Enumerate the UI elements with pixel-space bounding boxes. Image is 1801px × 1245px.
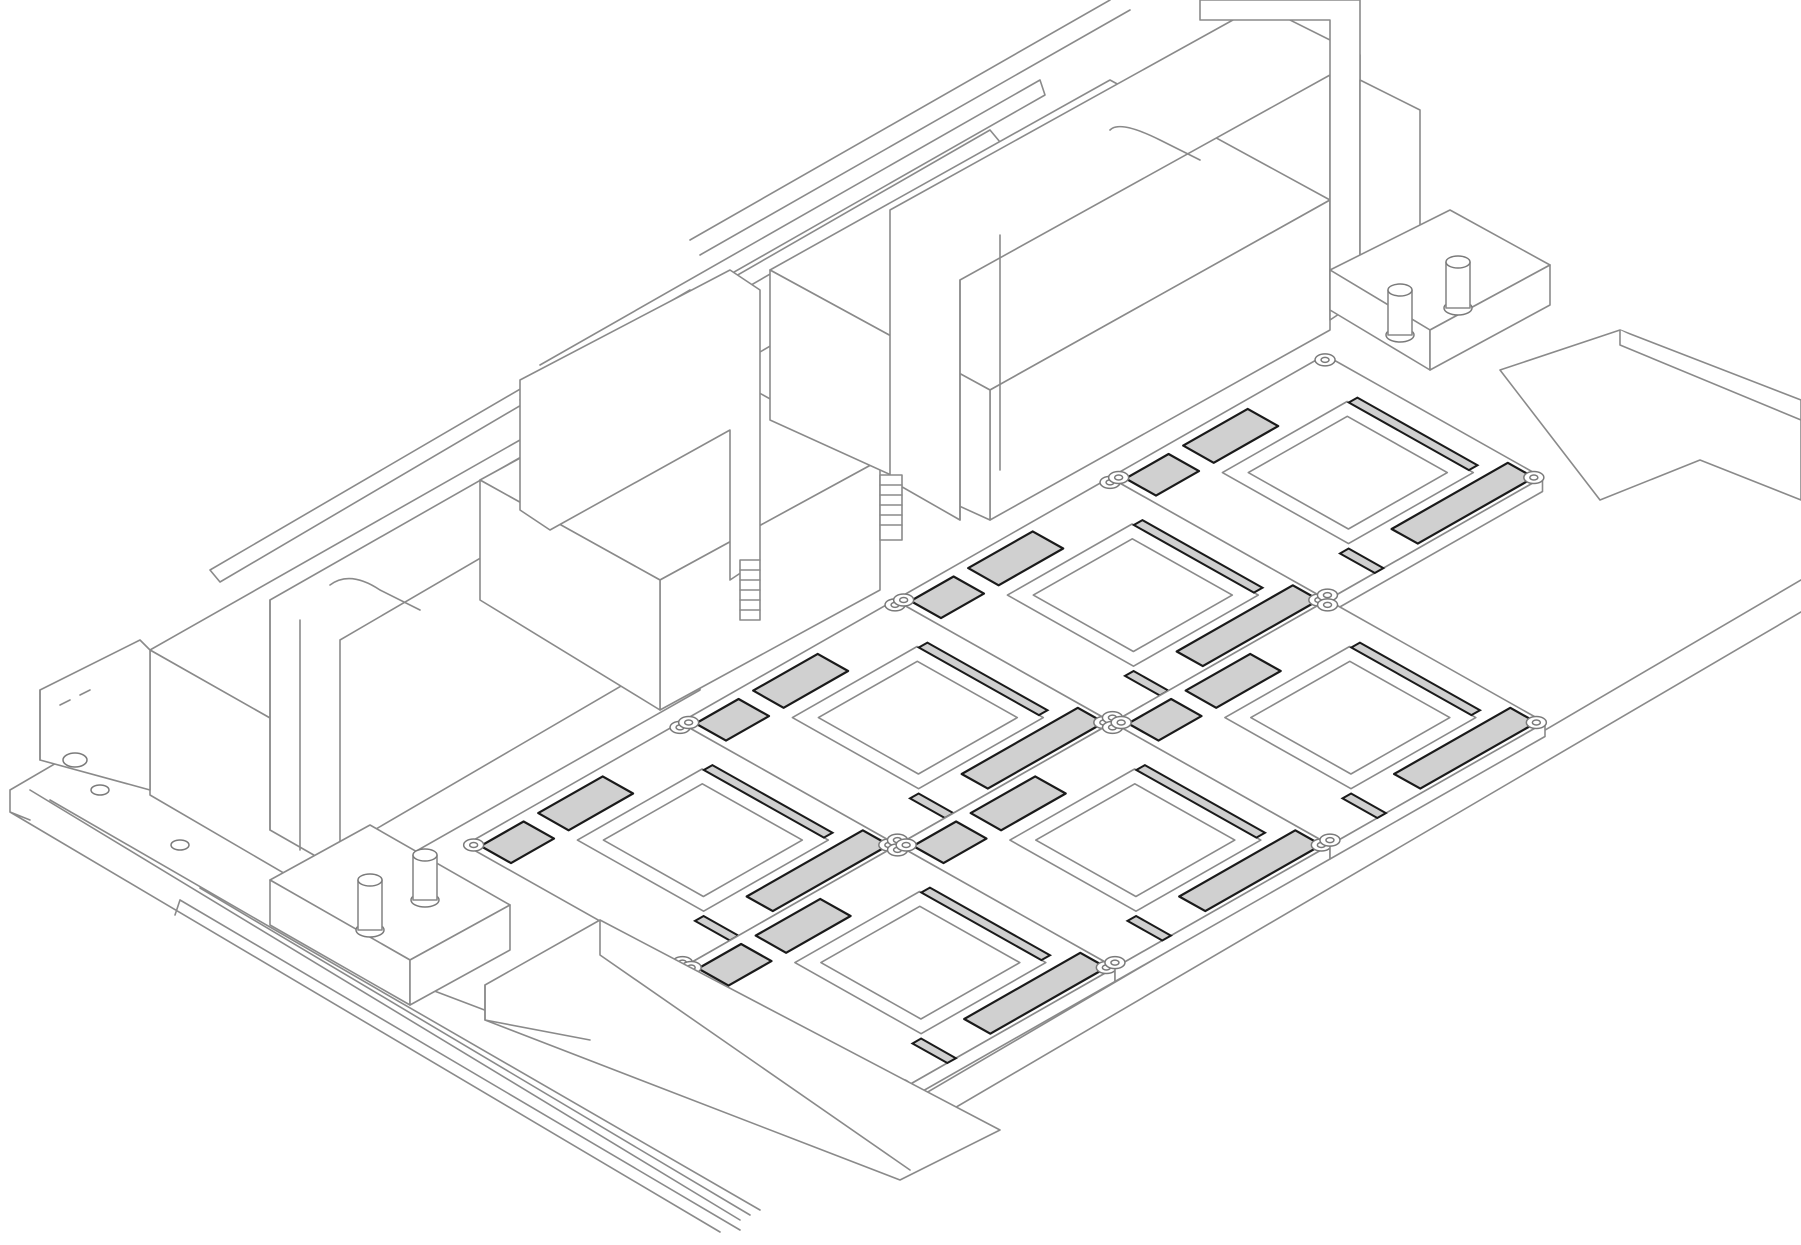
die-window (602, 782, 804, 898)
thermal-strip (919, 886, 1053, 962)
screw-head-icon (1110, 959, 1120, 966)
die-frame (791, 645, 1045, 790)
die-frame (1006, 523, 1260, 668)
screw-head-icon (1116, 719, 1126, 726)
right-edge-module (1499, 329, 1801, 501)
screw-icon (62, 752, 88, 768)
die-window (817, 660, 1019, 775)
screw-head-icon (468, 841, 479, 849)
screw-icon (170, 839, 190, 851)
thermal-pad (752, 652, 850, 709)
thermal-strip (910, 1037, 958, 1065)
spring-right (879, 474, 903, 541)
thermal-strip (916, 641, 1050, 717)
die-window (1032, 537, 1234, 653)
screw-head-icon (1322, 591, 1333, 599)
thermal-pad (479, 820, 556, 865)
thermal-pad (967, 530, 1065, 587)
front-cover (484, 919, 1001, 1181)
thermal-pad (696, 942, 773, 987)
thermal-strip (1125, 914, 1173, 942)
screw-head-icon (901, 841, 911, 849)
thermal-pad (1182, 407, 1280, 464)
thermal-strip (1349, 641, 1483, 717)
die-frame (794, 890, 1047, 1035)
die-window (820, 905, 1021, 1020)
screw-icon (90, 784, 110, 796)
thermal-pad (694, 697, 771, 742)
die-window (1250, 660, 1451, 775)
screw-head-icon (1529, 474, 1539, 481)
screw-head-icon (1531, 719, 1542, 726)
guide-pin-left (355, 873, 385, 938)
cold-plate-array (462, 353, 1548, 1105)
thermal-strip (1340, 792, 1388, 820)
thermal-pad (911, 820, 988, 865)
die-window (1035, 782, 1236, 898)
die-frame (1221, 400, 1475, 545)
die-frame (1224, 645, 1477, 790)
screw-head-icon (683, 719, 694, 726)
guide-pin-right (410, 848, 440, 908)
thermal-pad (1124, 452, 1201, 497)
die-window (1247, 415, 1449, 530)
guide-pin-rear-b (1443, 255, 1473, 316)
thermal-strip (1131, 518, 1265, 594)
screw-head-icon (1113, 474, 1124, 481)
thermal-pad (1126, 697, 1203, 742)
rear-right-corner (1329, 209, 1551, 371)
thermal-pad (1184, 652, 1282, 709)
thermal-pad (537, 775, 635, 832)
screw-head-icon (1322, 601, 1333, 609)
thermal-pad (754, 897, 852, 954)
thermal-strip (1134, 763, 1268, 839)
screw-head-icon (898, 596, 909, 604)
die-frame (576, 768, 830, 913)
cold-plate-edge (1329, 721, 1546, 860)
die-frame (1009, 768, 1262, 913)
screw-head-icon (1320, 356, 1330, 364)
thermal-strip (1337, 547, 1386, 575)
thermal-pad (969, 775, 1067, 832)
screw-head-icon (1325, 836, 1335, 844)
thermal-strip (1346, 396, 1480, 472)
front-left-corner (39, 639, 511, 1006)
guide-pin-rear-a (1385, 283, 1415, 343)
spring-left (739, 559, 761, 621)
rear-heatsink-bank (149, 0, 1421, 901)
thermal-strip (701, 763, 835, 839)
thermal-pad (909, 575, 986, 620)
